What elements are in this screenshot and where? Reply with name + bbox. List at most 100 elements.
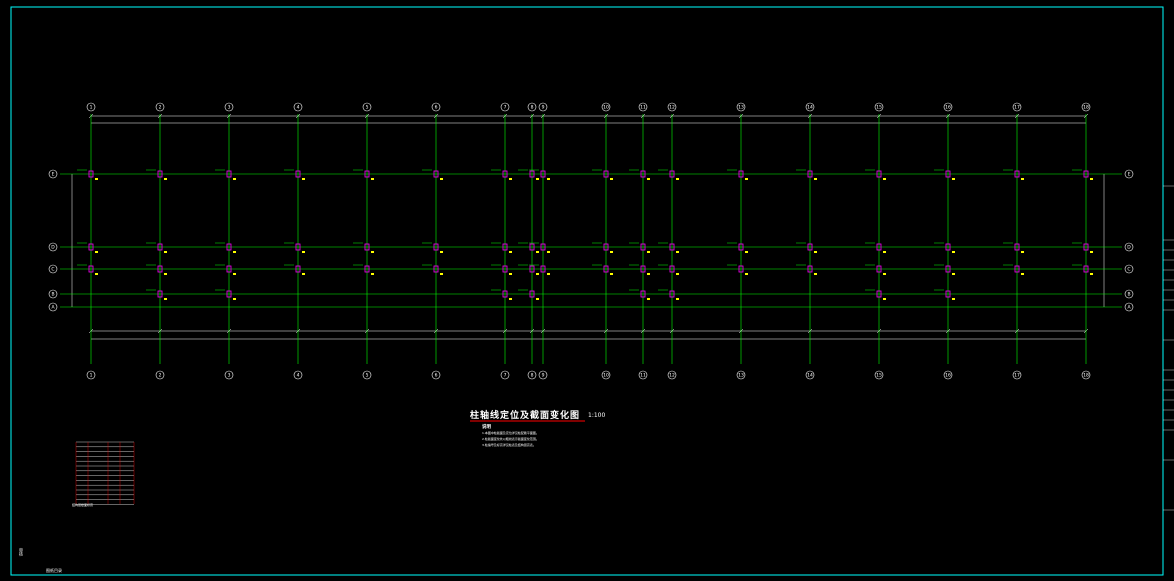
corner-label: 图纸目录 (46, 568, 62, 573)
column-tag (95, 178, 98, 180)
axis-bubble-label: 12 (669, 373, 675, 379)
axis-bubble (874, 370, 884, 380)
axis-bubble (1012, 102, 1022, 112)
column (669, 170, 675, 178)
axis-bubble (1012, 370, 1022, 380)
axis-bubble-label: 16 (945, 105, 951, 111)
column (226, 265, 232, 273)
column (88, 265, 94, 273)
column-tag (547, 251, 550, 253)
column-tag (509, 251, 512, 253)
axis-bubble-label: B (1127, 292, 1130, 298)
axis-bubble-label: 2 (159, 373, 162, 379)
axis-bubble-label: 1 (90, 105, 93, 111)
column-tag (610, 251, 613, 253)
column-tag (610, 273, 613, 275)
column-tag (164, 298, 167, 300)
axis-bubble-label: 14 (807, 105, 813, 111)
column-tag (647, 298, 650, 300)
axis-bubble (293, 102, 303, 112)
column (502, 243, 508, 251)
axis-bubble (943, 370, 953, 380)
column-tag (1090, 251, 1093, 253)
axis-bubble-label: B (51, 292, 54, 298)
column-tag (233, 273, 236, 275)
axis-bubble-label: 11 (640, 373, 646, 379)
axis-bubble (1081, 370, 1091, 380)
axis-bubble-label: 3 (228, 373, 231, 379)
column (876, 290, 882, 298)
column-tag (509, 178, 512, 180)
column-tag (302, 251, 305, 253)
column-tag (1021, 273, 1024, 275)
column (1014, 265, 1020, 273)
plan-title: 柱轴线定位及截面变化图 (470, 411, 581, 421)
column-tag (610, 178, 613, 180)
axis-bubble (1124, 302, 1134, 312)
column (226, 290, 232, 298)
column (529, 243, 535, 251)
axis-bubble (538, 102, 548, 112)
column (738, 265, 744, 273)
column-tag (676, 298, 679, 300)
axis-bubble (874, 102, 884, 112)
column (1083, 265, 1089, 273)
column (502, 170, 508, 178)
axis-bubble (48, 302, 58, 312)
axis-bubble (155, 102, 165, 112)
plan-scale: 1:100 (588, 412, 606, 419)
axis-bubble-label: 4 (297, 373, 300, 379)
notes-heading: 说明 (482, 425, 491, 430)
axis-bubble (736, 370, 746, 380)
column (540, 243, 546, 251)
column-tag (164, 178, 167, 180)
axis-bubble-label: 2 (159, 105, 162, 111)
column (529, 265, 535, 273)
column-tag (1090, 178, 1093, 180)
axis-bubble-label: 6 (435, 105, 438, 111)
column-tag (952, 273, 955, 275)
axis-bubble-label: 16 (945, 373, 951, 379)
column-tag (883, 298, 886, 300)
column (364, 265, 370, 273)
axis-bubble-label: 9 (542, 373, 545, 379)
axis-bubble (48, 264, 58, 274)
axis-bubble-label: 17 (1014, 105, 1020, 111)
column (807, 170, 813, 178)
axis-bubble-label: 6 (435, 373, 438, 379)
column (807, 265, 813, 273)
column-tag (676, 178, 679, 180)
axis-bubble (527, 102, 537, 112)
column (157, 265, 163, 273)
axis-bubble (667, 102, 677, 112)
axis-bubble-label: D (1127, 245, 1131, 251)
column (603, 243, 609, 251)
axis-bubble-label: 4 (297, 105, 300, 111)
axis-bubble (601, 370, 611, 380)
axis-bubble-label: 7 (504, 373, 507, 379)
axis-bubble (293, 370, 303, 380)
axis-bubble (48, 289, 58, 299)
column (1014, 170, 1020, 178)
axis-bubble-label: A (1127, 305, 1131, 311)
column-tag (536, 298, 539, 300)
column-tag (676, 251, 679, 253)
column (433, 265, 439, 273)
column (540, 265, 546, 273)
axis-bubble (601, 102, 611, 112)
axis-bubble-label: D (51, 245, 55, 251)
column (295, 265, 301, 273)
axis-bubble-label: 8 (531, 373, 534, 379)
column-tag (164, 273, 167, 275)
axis-bubble-label: 18 (1083, 105, 1089, 111)
axis-bubble (736, 102, 746, 112)
bottom-dimension-lines (88, 328, 1089, 340)
column (669, 290, 675, 298)
column (157, 243, 163, 251)
column (529, 290, 535, 298)
vertical-grid-lines (90, 114, 1087, 364)
column-tag (536, 251, 539, 253)
column-tag (536, 273, 539, 275)
